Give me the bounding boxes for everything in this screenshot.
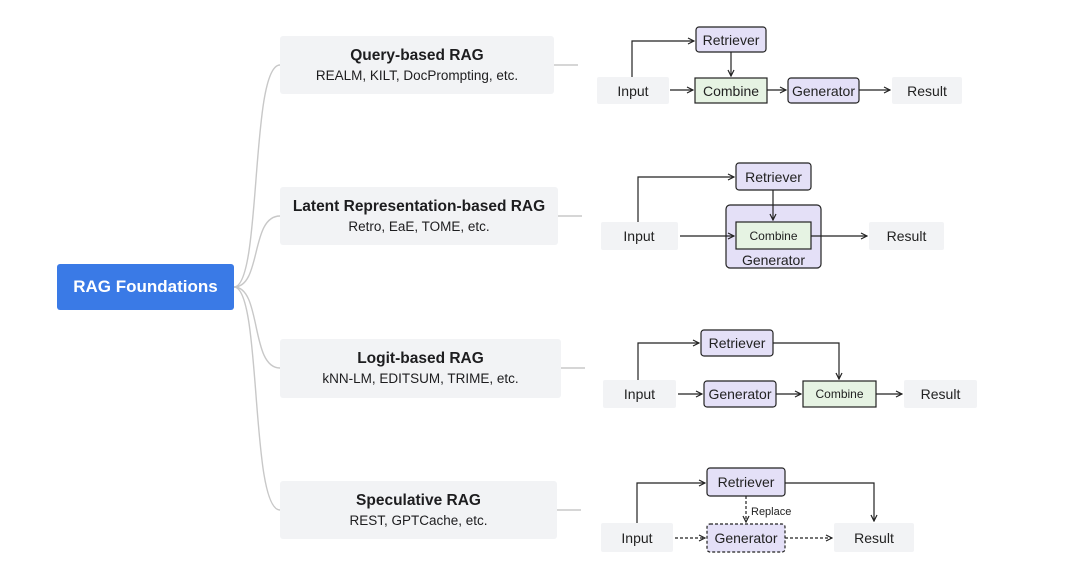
category-title: Speculative RAG	[356, 491, 481, 509]
logit-result-label: Result	[921, 386, 961, 402]
query-retriever-label: Retriever	[703, 32, 760, 48]
connector-logit	[233, 286, 281, 369]
category-latent-representation: Latent Representation-based RAG Retro, E…	[280, 187, 558, 245]
logit-flow: Input Retriever Generator Combine Result	[603, 329, 977, 408]
query-generator-label: Generator	[792, 83, 855, 99]
speculative-arrow-input-retriever	[636, 483, 705, 523]
logit-input-node	[603, 380, 676, 408]
category-title: Logit-based RAG	[357, 350, 484, 367]
category-title: Latent Representation-based RAG	[292, 197, 546, 215]
logit-arrow-retriever-combine	[773, 342, 839, 379]
speculative-replace-label: Replace	[751, 506, 791, 518]
category-examples: Retro, EaE, TOME, etc.	[348, 218, 490, 234]
speculative-input-node	[601, 523, 673, 552]
latent-input-node	[601, 222, 678, 250]
latent-generator-label: Generator	[742, 252, 805, 268]
latent-result-label: Result	[887, 228, 927, 244]
speculative-flow: Input Retriever Generator Result Replace	[601, 467, 914, 553]
query-input-label: Input	[617, 83, 648, 99]
query-arrow-input-retriever	[631, 41, 694, 77]
speculative-generator-label: Generator	[714, 530, 777, 546]
query-input-node	[597, 77, 669, 104]
connector-latent	[233, 215, 281, 288]
tree-connectors	[233, 64, 585, 511]
speculative-arrow-retriever-result	[785, 482, 874, 521]
latent-combine-node	[735, 221, 812, 250]
speculative-result-label: Result	[854, 530, 894, 546]
category-speculative: Speculative RAG REST, GPTCache, etc.	[280, 481, 557, 539]
logit-generator-label: Generator	[708, 386, 771, 402]
category-title: Query-based RAG	[350, 46, 484, 64]
latent-combine-label: Combine	[749, 229, 797, 243]
category-query-based: Query-based RAG REALM, KILT, DocPromptin…	[280, 36, 554, 94]
speculative-input-label: Input	[621, 530, 652, 546]
logit-combine-label: Combine	[815, 387, 863, 401]
query-result-label: Result	[907, 83, 947, 99]
query-combine-label: Combine	[703, 83, 759, 99]
latent-retriever-label: Retriever	[745, 169, 802, 185]
query-combine-node	[694, 77, 768, 104]
connector-query	[233, 64, 281, 288]
category-examples: kNN-LM, EDITSUM, TRIME, etc.	[322, 371, 519, 386]
category-examples: REST, GPTCache, etc.	[349, 512, 488, 528]
latent-arrow-input-retriever	[637, 177, 734, 222]
latent-flow: Input Retriever Generator Combine Result	[601, 162, 944, 269]
category-logit-based: Logit-based RAG kNN-LM, EDITSUM, TRIME, …	[280, 339, 561, 398]
root-label: RAG Foundations	[73, 277, 218, 296]
category-examples: REALM, KILT, DocPrompting, etc.	[315, 67, 519, 83]
connector-speculative	[233, 286, 281, 511]
speculative-retriever-label: Retriever	[718, 474, 775, 490]
query-flow: Input Retriever Combine Generator Result	[597, 26, 962, 104]
root-node: RAG Foundations	[57, 264, 234, 310]
logit-retriever-label: Retriever	[709, 335, 766, 351]
query-result-node	[892, 77, 962, 104]
logit-arrow-input-retriever	[637, 343, 699, 380]
logit-result-node	[904, 380, 977, 408]
logit-input-label: Input	[624, 386, 655, 402]
latent-result-node	[869, 222, 944, 250]
latent-input-label: Input	[623, 228, 654, 244]
speculative-result-node	[834, 523, 914, 552]
